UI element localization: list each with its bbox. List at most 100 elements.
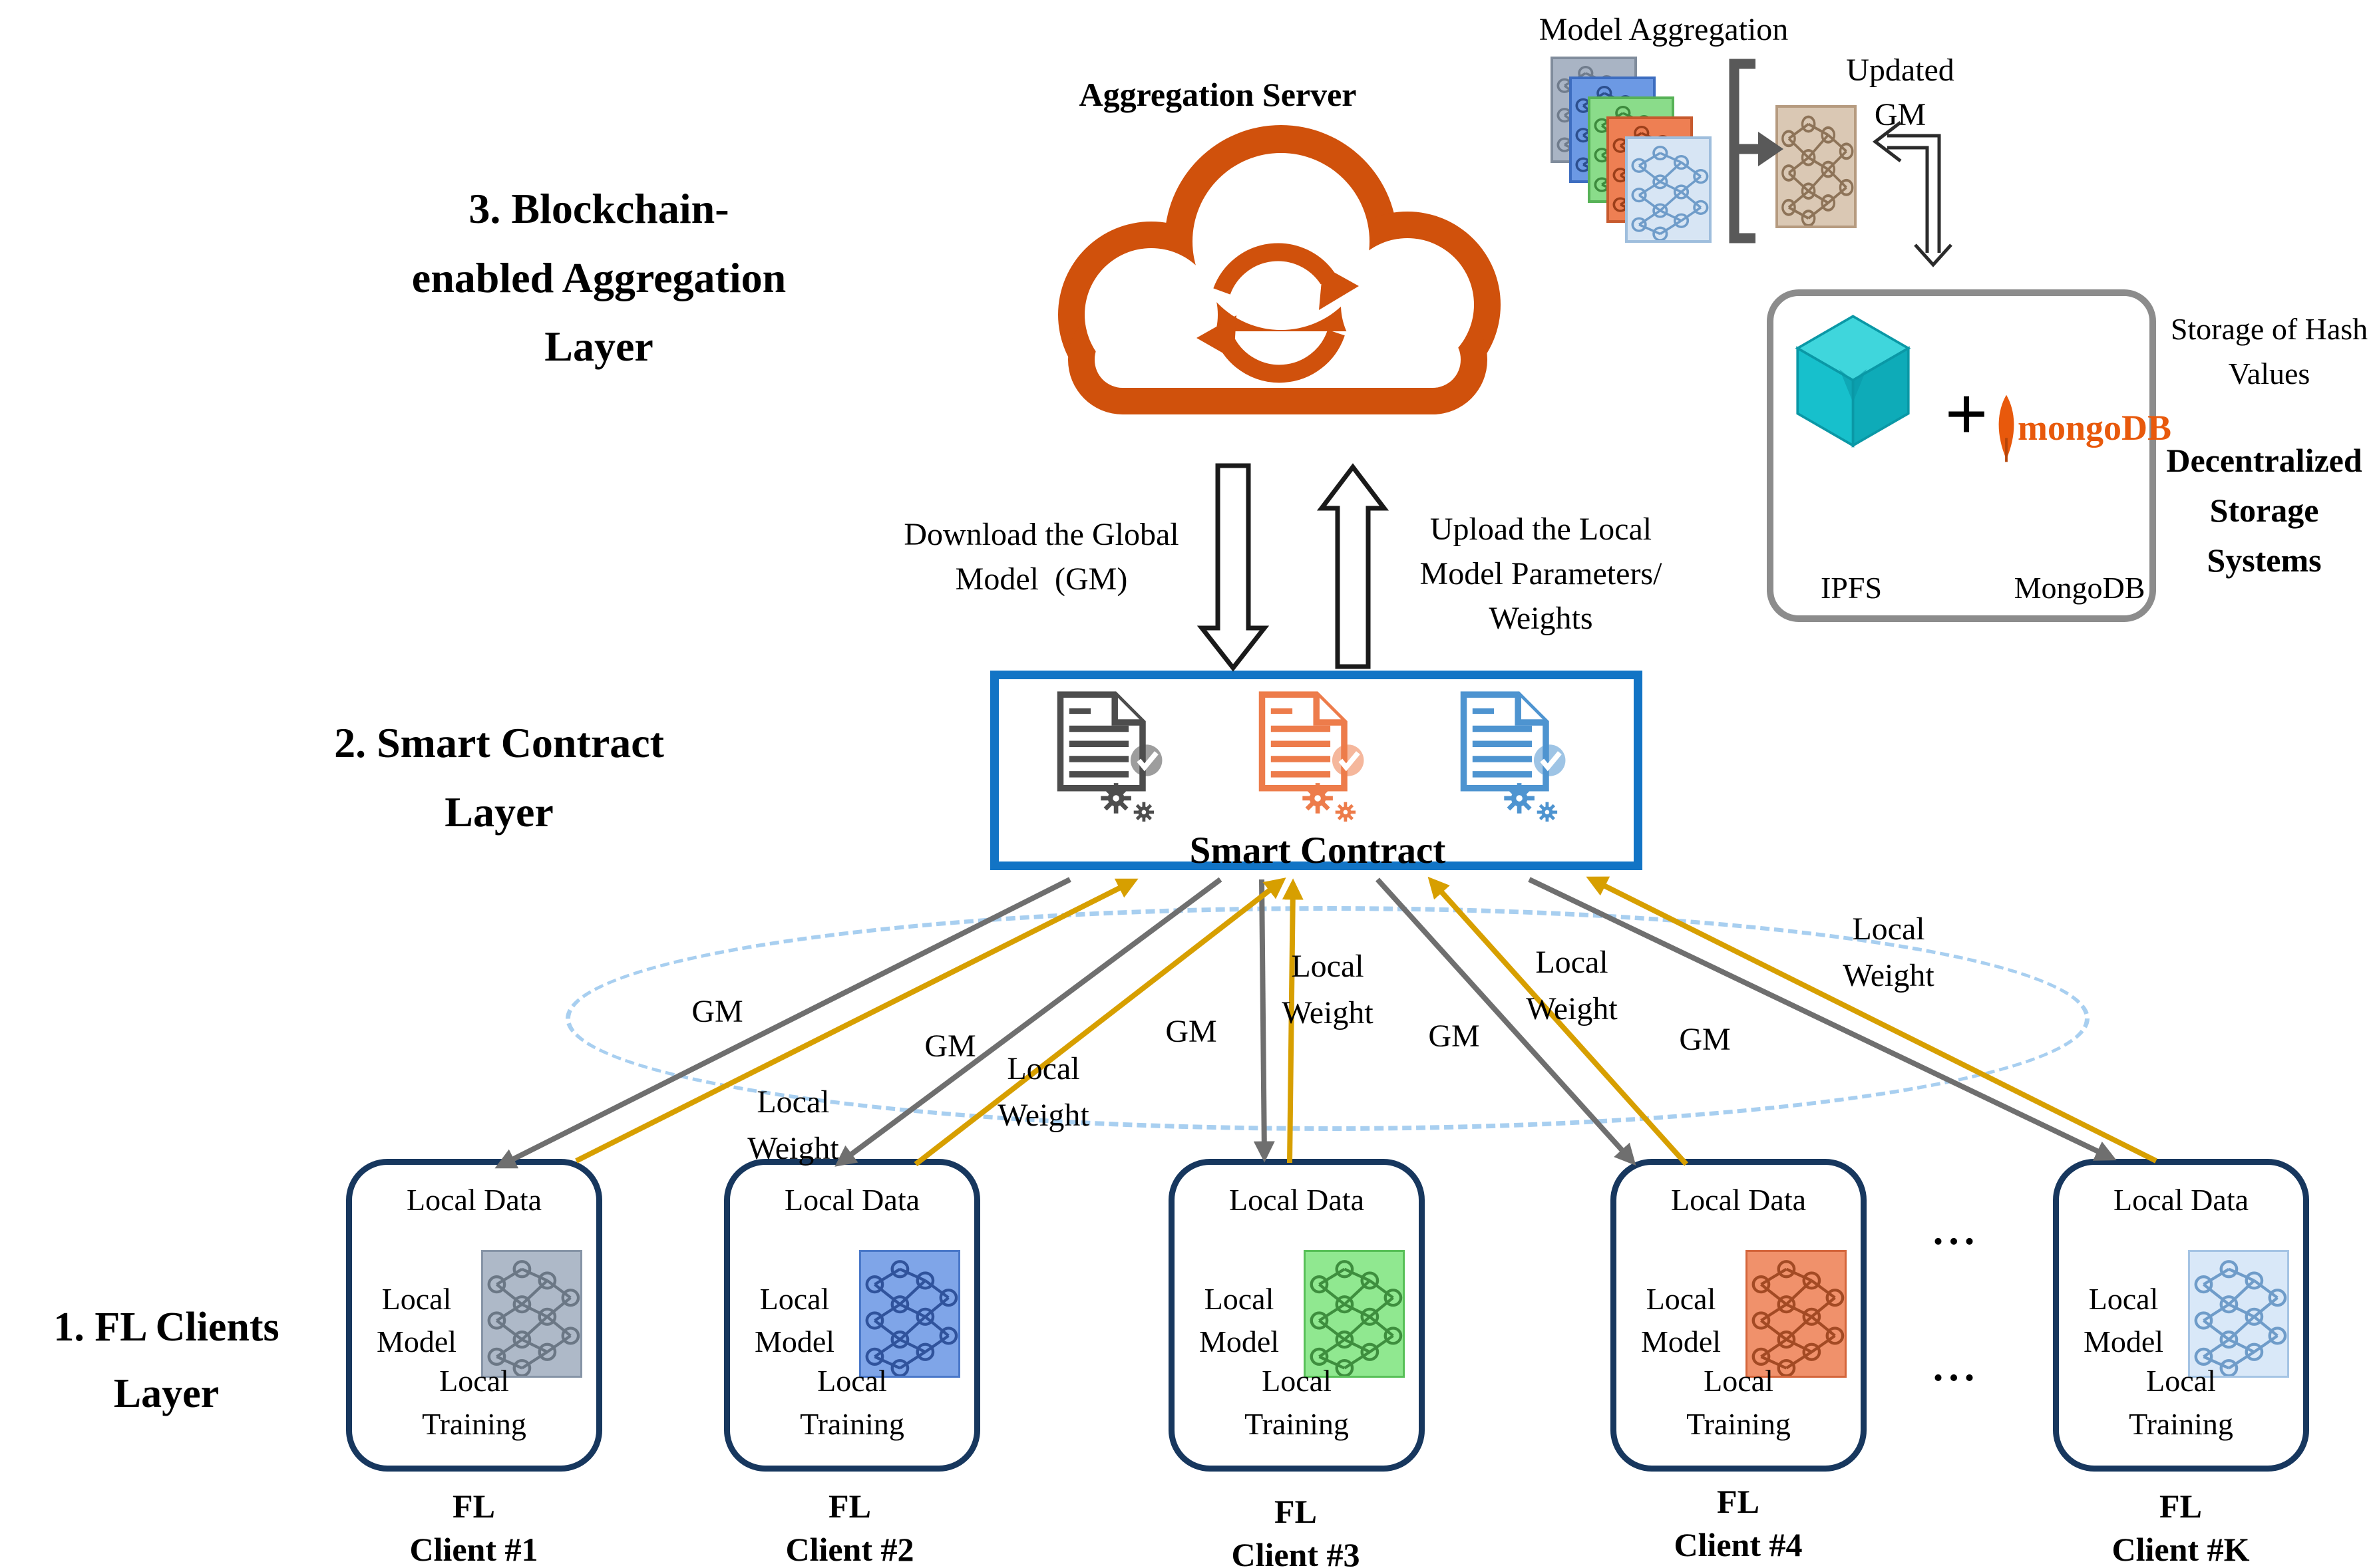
aggregation-server-label: Aggregation Server — [1079, 76, 1357, 113]
local-data-label: Local Data — [784, 1183, 920, 1217]
local-training-label: Local Training — [730, 1360, 974, 1446]
local-model-label: Local Model — [1183, 1278, 1296, 1364]
local-model-label: Local Model — [738, 1278, 851, 1364]
local-model-label: Local Model — [1624, 1278, 1738, 1364]
hash-note-line2: Values — [2228, 356, 2310, 391]
layer-3-line2: enabled Aggregation — [411, 253, 787, 301]
local-model-label: Local Model — [360, 1278, 473, 1364]
local-data-label: Local Data — [2113, 1183, 2249, 1217]
local-training-line1: Local — [1704, 1364, 1773, 1398]
client-4-fl: FL — [1717, 1483, 1759, 1520]
neural-network-icon — [481, 1250, 582, 1378]
storage-hash-note: Storage of Hash Values — [2163, 307, 2376, 396]
local-training-line2: Training — [2129, 1406, 2233, 1441]
local-model-line2: Model — [376, 1325, 457, 1359]
layer-3-line3: Layer — [544, 323, 653, 371]
local-model-line2: Model — [2083, 1325, 2164, 1359]
local-weight-label-2: Local Weight — [964, 1046, 1123, 1138]
local-weight-2-line1: Local — [1007, 1051, 1080, 1086]
model-aggregation-label: Model Aggregation — [1539, 12, 1789, 47]
ipfs-label: IPFS — [1820, 571, 1883, 605]
client-2-fl: FL — [828, 1488, 871, 1525]
local-model-line2: Model — [1640, 1325, 1722, 1359]
fl-client-k-name: FL Client #K — [2074, 1485, 2287, 1568]
download-line2: Model (GM) — [955, 561, 1128, 597]
contract-document-gray-icon — [1041, 685, 1168, 822]
neural-network-icon — [1631, 145, 1709, 240]
local-data-label: Local Data — [406, 1183, 542, 1217]
local-model-line2: Model — [754, 1325, 835, 1359]
neural-network-icon — [1304, 1250, 1405, 1378]
client-3-fl: FL — [1274, 1493, 1317, 1530]
local-weight-3-line2: Weight — [1282, 995, 1373, 1030]
sync-arrows-icon — [1196, 243, 1359, 383]
local-training-line1: Local — [439, 1364, 509, 1398]
fl-client-k-box: Local Data Local Model Local Training — [2053, 1159, 2309, 1472]
local-data-label: Local Data — [1228, 1183, 1365, 1217]
local-model-line1: Local — [381, 1282, 452, 1316]
layer-1-line1: 1. FL Clients — [53, 1305, 279, 1350]
neural-network-icon — [859, 1250, 960, 1378]
gm-label-4: GM — [1428, 1019, 1480, 1054]
fl-client-3-name: FL Client #3 — [1189, 1490, 1402, 1568]
local-weight-3-line1: Local — [1291, 949, 1364, 984]
local-model-line1: Local — [1646, 1282, 1716, 1316]
clients-ellipsis-bottom: ... — [1932, 1344, 1980, 1390]
updated-gm-line1: Updated — [1846, 53, 1954, 88]
local-weight-5-line2: Weight — [1843, 957, 1934, 993]
contract-document-orange-icon — [1243, 685, 1370, 822]
smart-contract-label: Smart Contract — [1189, 830, 1446, 871]
client-k-number: Client #K — [2111, 1531, 2250, 1568]
client-3-number: Client #3 — [1231, 1536, 1360, 1568]
local-weight-4-line2: Weight — [1526, 991, 1618, 1026]
local-weight-2-line2: Weight — [998, 1097, 1089, 1133]
download-gm-label: Download the Global Model (GM) — [862, 512, 1221, 601]
local-model-label: Local Model — [2067, 1278, 2180, 1364]
fl-client-2-box: Local Data Local Model Local Training — [724, 1159, 980, 1472]
layer-2-line1: 2. Smart Contract — [334, 719, 664, 766]
local-data-label: Local Data — [1670, 1183, 1807, 1217]
upload-arrow-icon — [1316, 463, 1389, 669]
clients-ellipsis-top: ... — [1932, 1208, 1980, 1253]
cloud-sync-icon — [1058, 125, 1501, 414]
storage-title: Decentralized Storage Systems — [2153, 436, 2376, 585]
local-training-line2: Training — [800, 1406, 904, 1441]
updated-gm-to-storage-arrow — [1872, 121, 1952, 267]
local-training-line2: Training — [1686, 1406, 1791, 1441]
download-line1: Download the Global — [904, 517, 1179, 552]
neural-network-icon — [2188, 1250, 2289, 1378]
fl-client-4-name: FL Client #4 — [1632, 1480, 1845, 1567]
local-weight-1-line2: Weight — [747, 1130, 839, 1166]
fl-client-3-box: Local Data Local Model Local Training — [1169, 1159, 1425, 1472]
upload-line1: Upload the Local — [1429, 512, 1652, 547]
local-training-line1: Local — [1262, 1364, 1332, 1398]
storage-title-line2: Storage Systems — [2207, 492, 2322, 579]
neural-network-icon — [1778, 108, 1854, 226]
local-training-line1: Local — [817, 1364, 887, 1398]
mongodb-label: MongoDB — [2014, 571, 2145, 605]
local-weight-4-line1: Local — [1535, 945, 1608, 980]
local-training-label: Local Training — [1175, 1360, 1419, 1446]
plus-icon: + — [1944, 372, 1988, 456]
gm-label-3: GM — [1165, 1014, 1217, 1049]
fl-client-2-name: FL Client #2 — [743, 1485, 956, 1568]
client-1-fl: FL — [453, 1488, 495, 1525]
layer-1-line2: Layer — [113, 1371, 220, 1417]
hash-note-line1: Storage of Hash — [2170, 312, 2368, 346]
local-training-label: Local Training — [1616, 1360, 1861, 1446]
layer-3-title: 3. Blockchain- enabled Aggregation Layer — [343, 174, 855, 381]
local-weight-label-1: Local Weight — [713, 1079, 873, 1172]
client-2-number: Client #2 — [785, 1531, 914, 1568]
local-weight-label-5: Local Weight — [1809, 906, 1968, 999]
local-training-label: Local Training — [2059, 1360, 2303, 1446]
local-model-line2: Model — [1198, 1325, 1280, 1359]
local-training-line2: Training — [1244, 1406, 1349, 1441]
fl-client-4-box: Local Data Local Model Local Training — [1610, 1159, 1867, 1472]
storage-title-line1: Decentralized — [2166, 442, 2362, 479]
contract-document-blue-icon — [1445, 685, 1571, 822]
local-weight-5-line1: Local — [1852, 911, 1925, 947]
gm-label-5: GM — [1679, 1022, 1731, 1057]
gm-label-1: GM — [691, 994, 743, 1029]
local-weight-label-4: Local Weight — [1492, 939, 1652, 1032]
